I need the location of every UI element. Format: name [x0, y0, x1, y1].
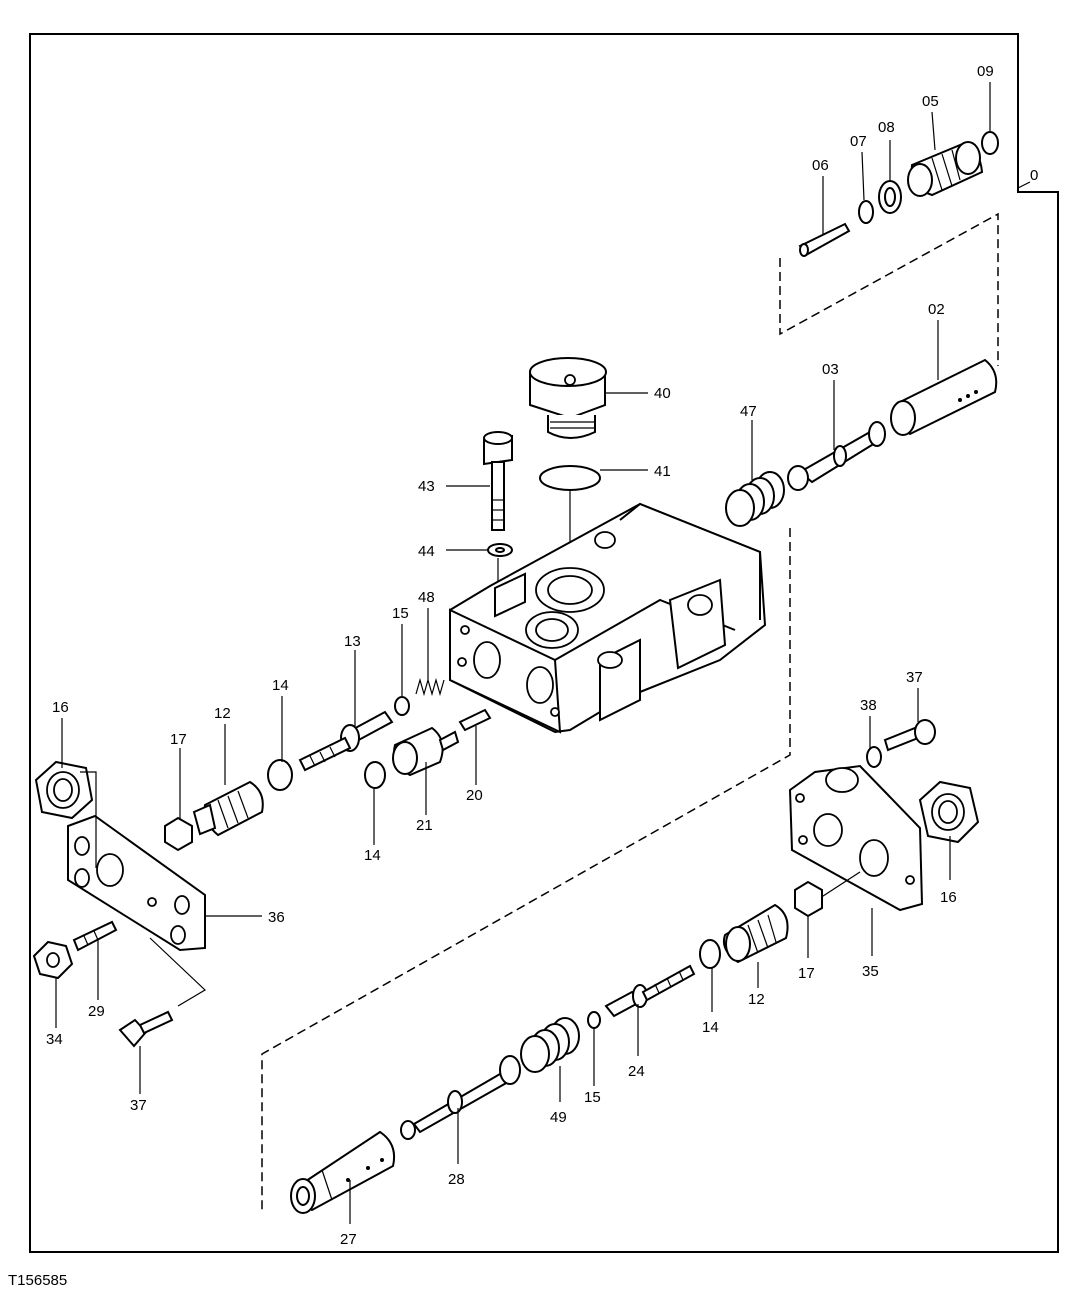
part-24-poppet — [604, 964, 696, 1018]
callout-13: 13 — [344, 633, 361, 650]
part-41-oring — [539, 465, 601, 491]
leader-lines — [55, 82, 991, 1224]
part-37-bolt-b — [883, 719, 936, 752]
part-15-oring-a — [394, 696, 410, 716]
part-12-adjuster-a — [192, 780, 264, 837]
callout-41: 41 — [654, 463, 671, 480]
part-14-oring-a — [267, 759, 293, 791]
callout-09: 09 — [977, 63, 994, 80]
valve-body — [449, 502, 767, 734]
dashed-guide-main — [261, 528, 791, 1212]
callout-24: 24 — [628, 1063, 645, 1080]
part-44-washer — [487, 543, 513, 557]
callout-17a: 17 — [170, 731, 187, 748]
callout-36: 36 — [268, 909, 285, 926]
part-14-oring-c — [699, 939, 721, 969]
frame-border — [29, 33, 1059, 1253]
callout-47: 47 — [740, 403, 757, 420]
callout-06: 06 — [812, 157, 829, 174]
callout-16a: 16 — [52, 699, 69, 716]
callout-43: 43 — [418, 478, 435, 495]
part-13-poppet — [298, 710, 394, 772]
callout-03: 03 — [822, 361, 839, 378]
part-38-washer — [866, 746, 882, 768]
part-36-flange — [67, 814, 206, 952]
callout-37a: 37 — [130, 1097, 147, 1114]
callout-12a: 12 — [214, 705, 231, 722]
callout-05: 05 — [922, 93, 939, 110]
callout-14b: 14 — [364, 847, 381, 864]
callout-34: 34 — [46, 1031, 63, 1048]
callout-28: 28 — [448, 1171, 465, 1188]
callout-16b: 16 — [940, 889, 957, 906]
callout-07: 07 — [850, 133, 867, 150]
callout-48: 48 — [418, 589, 435, 606]
callout-14a: 14 — [272, 677, 289, 694]
part-07-oring — [858, 200, 874, 224]
part-47-spring — [725, 471, 785, 527]
part-17-nut-a — [164, 816, 193, 852]
part-02-sleeve — [890, 358, 998, 436]
part-34-nut — [32, 940, 74, 980]
callout-21: 21 — [416, 817, 433, 834]
part-28-spool — [400, 1055, 521, 1140]
callout-40: 40 — [654, 385, 671, 402]
callout-00: 0 — [1030, 167, 1038, 184]
callout-08: 08 — [878, 119, 895, 136]
part-08-backup-ring — [878, 180, 902, 214]
figure-reference: T156585 — [8, 1272, 68, 1289]
callout-35: 35 — [862, 963, 879, 980]
callout-17b: 17 — [798, 965, 815, 982]
part-16-locknut-a — [34, 760, 94, 820]
part-03-spool — [787, 421, 886, 491]
callout-29: 29 — [88, 1003, 105, 1020]
callout-12b: 12 — [748, 991, 765, 1008]
dashed-guide-upper — [779, 212, 999, 366]
callout-27: 27 — [340, 1231, 357, 1248]
callout-15a: 15 — [392, 605, 409, 622]
callout-20: 20 — [466, 787, 483, 804]
callout-02: 02 — [928, 301, 945, 318]
callout-37b: 37 — [906, 669, 923, 686]
part-12-adjuster-b — [722, 903, 789, 964]
part-05-plug — [907, 141, 984, 197]
callout-38: 38 — [860, 697, 877, 714]
part-14-oring-b — [364, 761, 386, 789]
callout-14c: 14 — [702, 1019, 719, 1036]
callout-49: 49 — [550, 1109, 567, 1126]
dashed-guide-left — [80, 771, 206, 1007]
part-20-pin — [458, 708, 492, 732]
part-16-locknut-b — [918, 780, 980, 844]
part-35-flange — [788, 764, 924, 912]
part-17-nut-b — [794, 880, 823, 918]
part-09-oring — [981, 131, 999, 155]
part-43-socket-bolt — [483, 431, 513, 531]
part-49-spring — [520, 1017, 580, 1073]
part-27-sleeve — [290, 1130, 396, 1214]
callout-15b: 15 — [584, 1089, 601, 1106]
part-37-bolt-a — [118, 1010, 174, 1048]
part-40-hex-plug — [529, 357, 607, 439]
part-48-spring — [415, 677, 445, 697]
part-06-pin — [798, 222, 851, 257]
callout-44: 44 — [418, 543, 435, 560]
part-29-stud — [72, 920, 118, 952]
part-21-piston — [392, 726, 460, 777]
part-15-oring-b — [587, 1011, 601, 1029]
callout-labels: 0 09 05 08 07 06 02 03 47 40 41 43 44 48… — [46, 63, 1038, 1248]
